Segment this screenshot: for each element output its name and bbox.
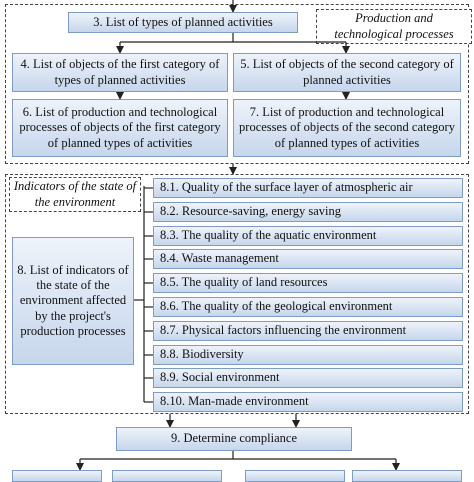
indicator-item: 8.3. The quality of the aquatic environm… [153, 226, 463, 246]
indicator-item: 8.7. Physical factors influencing the en… [153, 321, 463, 341]
next-step-box-left-a [12, 470, 102, 482]
environment-indicators-group [5, 174, 469, 414]
production-processes-label: Production and technological processes [316, 9, 472, 45]
environment-indicators-label: Indicators of the state of the environme… [9, 177, 141, 213]
indicator-item: 8.9. Social environment [153, 368, 463, 388]
box-5-second-category-objects: 5. List of objects of the second categor… [233, 53, 461, 92]
box-8-environment-indicators: 8. List of indicators of the state of th… [12, 237, 134, 365]
box-6-first-category-processes: 6. List of production and technological … [12, 99, 228, 157]
indicator-item: 8.6. The quality of the geological envir… [153, 297, 463, 317]
indicator-item: 8.8. Biodiversity [153, 345, 463, 365]
next-step-box-right-a [245, 470, 345, 482]
box-7-second-category-processes: 7. List of production and technological … [233, 99, 461, 157]
next-step-box-right-b [352, 470, 462, 482]
box-9-determine-compliance: 9. Determine compliance [116, 427, 352, 451]
indicator-item: 8.5. The quality of land resources [153, 273, 463, 293]
indicator-item: 8.4. Waste management [153, 249, 463, 269]
next-step-box-left-b [112, 470, 222, 482]
box-3-activity-types: 3. List of types of planned activities [68, 12, 298, 33]
production-processes-group [5, 4, 469, 164]
indicator-item: 8.2. Resource-saving, energy saving [153, 202, 463, 222]
box-4-first-category-objects: 4. List of objects of the first category… [12, 53, 228, 92]
indicator-item: 8.1. Quality of the surface layer of atm… [153, 178, 463, 198]
indicator-item: 8.10. Man-made environment [153, 392, 463, 412]
